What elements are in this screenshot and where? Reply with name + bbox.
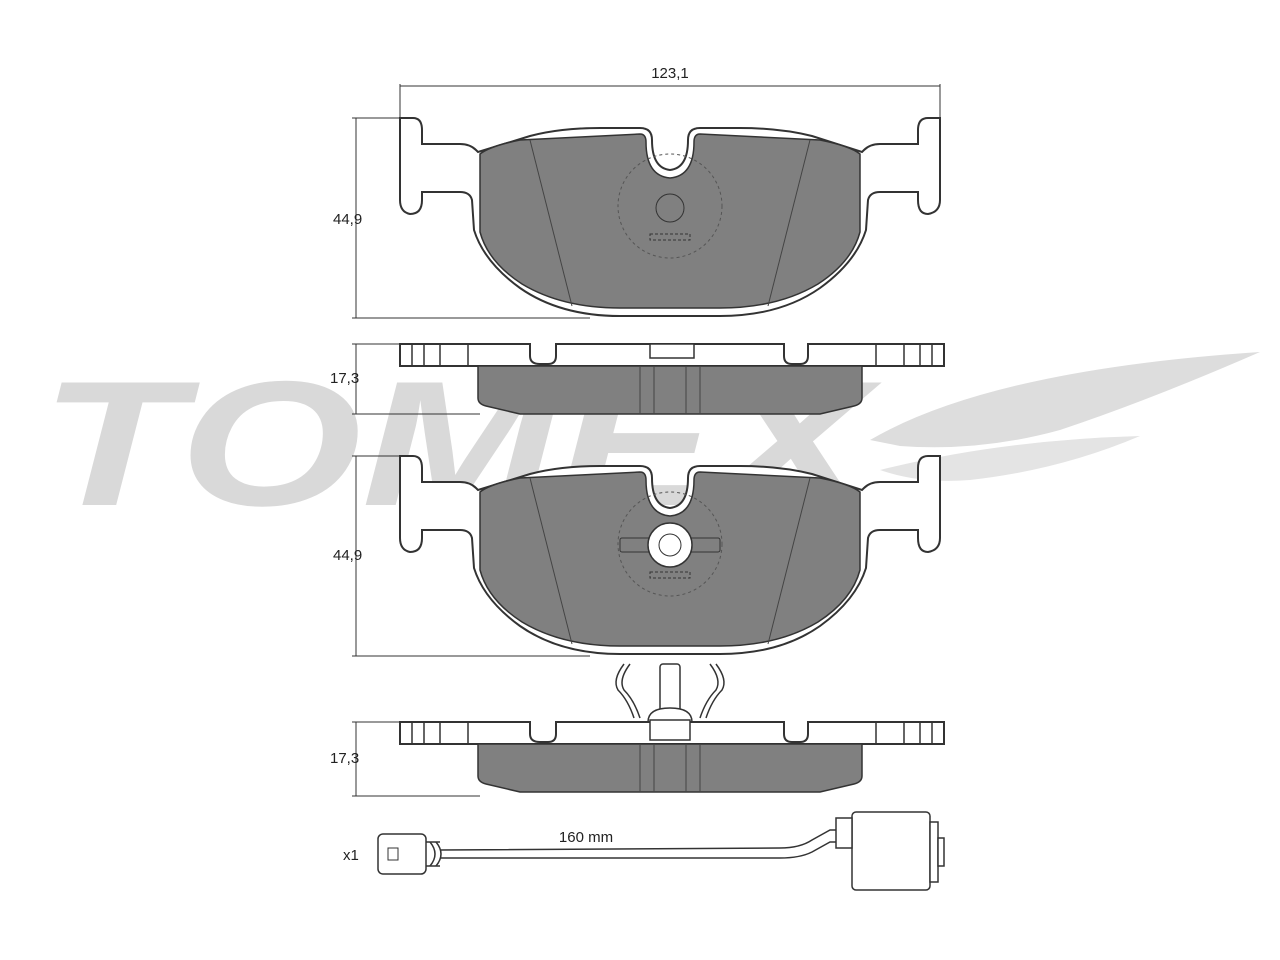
sensor-connector-icon xyxy=(835,811,945,891)
sensor-tip-icon xyxy=(377,833,442,875)
thickness-label-top-pad: 17,3 xyxy=(330,370,359,387)
brake-pad-side-view-top xyxy=(399,343,945,415)
height-label-bottom-pad: 44,9 xyxy=(333,547,362,564)
sensor-quantity-label: x1 xyxy=(343,847,359,864)
sensor-length-label: 160 mm xyxy=(559,829,613,846)
thickness-label-bottom-pad: 17,3 xyxy=(330,750,359,767)
width-label: 123,1 xyxy=(651,65,689,82)
sensor-cable xyxy=(439,829,852,859)
thickness-dimension-top-pad: 17,3 xyxy=(330,343,480,415)
watermark-swoosh-lower xyxy=(880,436,1140,481)
wear-sensor: x1 160 mm xyxy=(343,811,945,891)
clip-spring-icon xyxy=(615,663,725,723)
brake-pad-side-view-bottom xyxy=(399,663,945,793)
brake-pad-front-view-bottom xyxy=(399,455,941,655)
width-dimension: 123,1 xyxy=(399,65,941,118)
thickness-dimension-bottom-pad: 17,3 xyxy=(330,721,480,797)
sensor-mount-icon xyxy=(619,522,721,568)
height-dimension-top-pad: 44,9 xyxy=(333,117,590,319)
watermark-swoosh xyxy=(870,352,1260,448)
height-label-top-pad: 44,9 xyxy=(333,211,362,228)
brake-pad-front-view-top xyxy=(399,117,941,317)
height-dimension-bottom-pad: 44,9 xyxy=(333,455,590,657)
